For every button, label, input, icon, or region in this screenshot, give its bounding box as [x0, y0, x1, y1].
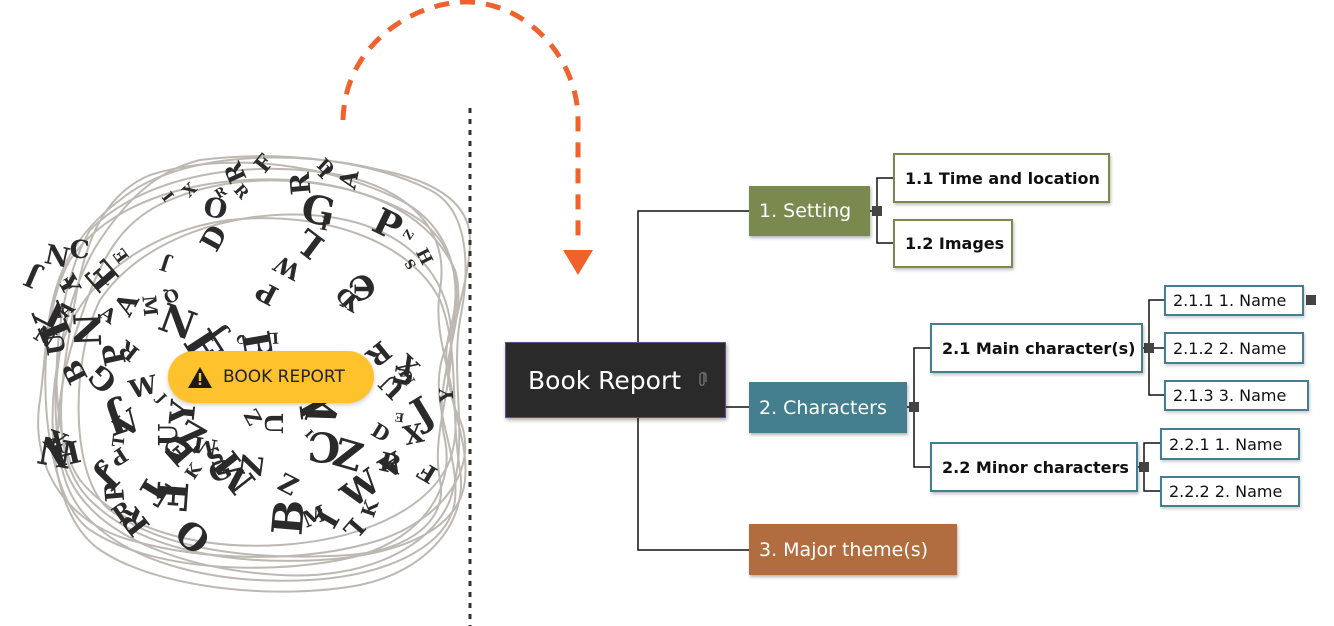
leaf-minor-character-1[interactable]: 2.2.1 1. Name	[1160, 428, 1300, 460]
scribble-lines	[37, 155, 472, 593]
branch-major-themes[interactable]: 3. Major theme(s)	[749, 524, 957, 575]
scatter-letter: L	[337, 512, 371, 545]
topic-label: 1.1 Time and location	[905, 168, 1100, 188]
scatter-letter: P	[100, 481, 132, 503]
scatter-letter: L	[268, 329, 280, 348]
scatter-letter: N	[42, 239, 73, 274]
scatter-letter: U	[40, 331, 72, 357]
scatter-letter: N	[34, 427, 76, 477]
scatter-letter: I	[350, 283, 379, 294]
leaf-main-character-2[interactable]: 2.1.2 2. Name	[1164, 332, 1304, 364]
arrow-head	[563, 250, 593, 275]
scatter-letter: K	[54, 302, 70, 322]
warning-icon	[188, 366, 212, 388]
topic-time-and-location[interactable]: 1.1 Time and location	[893, 153, 1110, 203]
root-label: Book Report	[528, 365, 682, 395]
topic-main-characters[interactable]: 2.1 Main character(s)	[930, 323, 1143, 373]
branch-label: 1. Setting	[759, 200, 852, 222]
scatter-letter: R	[285, 171, 318, 197]
scatter-letter: E	[394, 410, 405, 425]
branch-label: 3. Major theme(s)	[759, 538, 929, 561]
scatter-letter: I	[318, 213, 330, 235]
scatter-letter: M	[137, 294, 161, 317]
topic-label: 2.1 Main character(s)	[942, 338, 1136, 358]
scatter-letter: J	[157, 252, 174, 276]
leaf-main-character-1[interactable]: 2.1.1 1. Name	[1164, 285, 1304, 316]
leaf-main-character-3[interactable]: 2.1.3 3. Name	[1164, 380, 1309, 411]
scatter-letter: F	[146, 479, 197, 512]
topic-label: 1.2 Images	[905, 234, 1005, 253]
root-node-book-report[interactable]: Book Report	[505, 342, 726, 418]
leaf-label: 2.1.1 1. Name	[1173, 291, 1287, 310]
badge-label: BOOK REPORT	[223, 367, 345, 387]
scatter-letter: M	[191, 430, 220, 460]
scatter-letter: A	[332, 167, 365, 193]
topic-images[interactable]: 1.2 Images	[893, 219, 1013, 268]
scatter-letter: P	[251, 274, 283, 311]
branch-characters[interactable]: 2. Characters	[749, 382, 907, 433]
scatter-letter: F	[249, 149, 279, 178]
scatter-letter: N	[64, 312, 109, 347]
scatter-letter: U	[154, 423, 184, 446]
collapse-markers	[872, 206, 1316, 472]
branch-label: 2. Characters	[759, 396, 887, 419]
scatter-letter: P	[366, 200, 409, 250]
scatter-letter: Z	[233, 452, 270, 478]
scatter-letter: C	[69, 235, 90, 265]
scatter-letter: M	[395, 365, 419, 389]
scatter-letter: U	[259, 413, 288, 434]
scatter-letter: B	[263, 498, 315, 538]
book-report-badge[interactable]: BOOK REPORT	[168, 351, 374, 403]
paperclip-icon	[699, 372, 707, 386]
scatter-letter: Z	[274, 467, 303, 501]
scatter-letter: D	[367, 418, 394, 448]
branch-setting[interactable]: 1. Setting	[749, 186, 870, 236]
topic-label: 2.2 Minor characters	[942, 457, 1129, 477]
leaf-minor-character-2[interactable]: 2.2.2 2. Name	[1160, 476, 1300, 507]
leaf-label: 2.1.2 2. Name	[1173, 338, 1287, 358]
scatter-letter: X	[179, 178, 202, 201]
topic-minor-characters[interactable]: 2.2 Minor characters	[930, 442, 1138, 492]
leaf-label: 2.2.2 2. Name	[1169, 482, 1283, 501]
scatter-letter: Y	[436, 387, 459, 403]
scatter-letter: O	[201, 189, 230, 224]
scatter-letter: C	[307, 422, 341, 471]
leaf-label: 2.1.3 3. Name	[1173, 386, 1287, 405]
curved-arrow	[340, 0, 581, 245]
scatter-letter: Z	[400, 227, 417, 242]
scatter-letter: I	[40, 325, 50, 346]
leaf-label: 2.2.1 1. Name	[1169, 434, 1283, 454]
scatter-letter: T	[108, 434, 128, 448]
